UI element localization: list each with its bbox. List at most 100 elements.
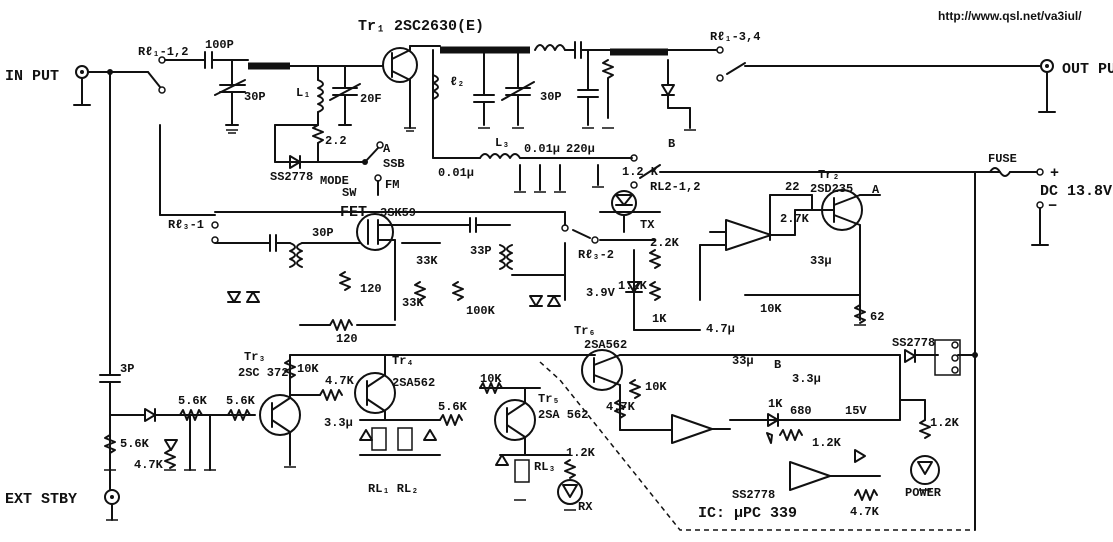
l1-label: L₁ — [296, 86, 310, 100]
tr4-label: Tr₄ — [392, 354, 414, 368]
opamp-3 — [789, 461, 831, 491]
diode1-label: SS2778 — [270, 170, 313, 184]
point-b-label: B — [668, 137, 675, 151]
point-a-label: A — [383, 142, 391, 156]
r56k-d-label: 5.6K — [438, 400, 468, 414]
ic-label: IC: μPC 339 — [698, 505, 797, 522]
opamp-2 — [671, 414, 713, 444]
r10k-a-label: 10K — [760, 302, 782, 316]
r22-b-label: 22 — [785, 180, 799, 194]
c33p-label: 33P — [470, 244, 492, 258]
ext-stby-label: EXT STBY — [5, 491, 77, 508]
tr3-part-label: 2SC 372 — [238, 366, 288, 380]
diode3-label: SS2778 — [732, 488, 775, 502]
tr5-label: Tr₅ — [538, 392, 560, 406]
r47k-a-label: 4.7K — [325, 374, 355, 388]
r120-b-label: 120 — [336, 332, 358, 346]
input-label: IN PUT — [5, 68, 59, 85]
tx-label: TX — [640, 218, 655, 232]
tr6-label: Tr₆ — [574, 324, 596, 338]
mode-label: MODE — [320, 174, 349, 188]
r12k-tx-label: 1.2 K — [622, 165, 659, 179]
c30p-a-label: 30P — [244, 90, 266, 104]
c33u-c-label: 33μ — [732, 354, 754, 368]
fet-part-label: 3SK59 — [380, 206, 416, 220]
ssb-label: SSB — [383, 157, 405, 171]
tr5-part-label: 2SA 562 — [538, 408, 588, 422]
fet-transistor — [356, 213, 394, 251]
rl3-label: RL₃ — [534, 460, 556, 474]
r22-label: 2.2 — [325, 134, 347, 148]
r1k-b-label: 1K — [768, 397, 783, 411]
c47u-label: 4.7μ — [706, 322, 735, 336]
r1k-label: 1K — [652, 312, 667, 326]
tr3-transistor — [259, 394, 301, 436]
r62-label: 62 — [870, 310, 884, 324]
c30p-c-label: 30P — [312, 226, 334, 240]
r10k-b-label: 10K — [297, 362, 319, 376]
rl1-34-label: Rℓ₁-3,4 — [710, 30, 760, 44]
r22k-label: 2.2K — [650, 236, 680, 250]
l2-label: ℓ₂ — [450, 75, 464, 89]
sw-label: SW — [342, 186, 357, 200]
tr1-transistor — [382, 47, 418, 83]
z15v-label: 15V — [845, 404, 867, 418]
dc-label: DC 13.8V — [1040, 183, 1112, 200]
tr4-transistor — [354, 372, 396, 414]
fuse-label: FUSE — [988, 152, 1017, 166]
rl1-12-label: Rℓ₁-1,2 — [138, 45, 188, 59]
r47k-c-label: 4.7K — [606, 400, 636, 414]
fm-label: FM — [385, 178, 399, 192]
c220u-label: 220μ — [566, 142, 595, 156]
r47k-d-label: 4.7K — [850, 505, 880, 519]
rl2-label: RL2-1,2 — [650, 180, 700, 194]
r47k-b-label: 4.7K — [134, 458, 164, 472]
rl3-1-label: Rℓ₃-1 — [168, 218, 204, 232]
c100p-label: 100P — [205, 38, 234, 52]
c001u-b-label: 0.01μ — [524, 142, 560, 156]
r100k-label: 100K — [466, 304, 496, 318]
r10k-d-label: 10K — [645, 380, 667, 394]
output-label: OUT PU — [1062, 61, 1113, 78]
c33u-d-label: 3.3μ — [792, 372, 821, 386]
r12k-b-label: 1.2K — [618, 279, 648, 293]
c20f-label: 20F — [360, 92, 382, 106]
r56k-a-label: 5.6K — [178, 394, 208, 408]
r680-label: 680 — [790, 404, 812, 418]
tr3-label: Tr₃ — [244, 350, 266, 364]
diode2-label: SS2778 — [892, 336, 935, 350]
r120-a-label: 120 — [360, 282, 382, 296]
tr5-transistor — [494, 399, 536, 441]
wiring — [73, 41, 1056, 531]
c001u-a-label: 0.01μ — [438, 166, 474, 180]
source-url[interactable]: http://www.qsl.net/va3iul/ — [938, 9, 1082, 23]
ground-symbols — [104, 127, 931, 521]
opamp-1 — [725, 219, 772, 251]
r33k-a-label: 33K — [416, 254, 438, 268]
tr6-transistor — [581, 349, 623, 391]
r10k-c-label: 10K — [480, 372, 502, 386]
r27k-label: 2.7K — [780, 212, 810, 226]
r56k-b-label: 5.6K — [226, 394, 256, 408]
r12k-c-label: 1.2K — [566, 446, 596, 460]
tr2-part-label: 2SD235 — [810, 182, 853, 196]
z39v-label: 3.9V — [586, 286, 616, 300]
rx-label: RX — [578, 500, 593, 514]
r56k-c-label: 5.6K — [120, 437, 150, 451]
tr6-part-label: 2SA562 — [584, 338, 627, 352]
fet-label: FET — [340, 204, 367, 221]
dc-minus-label: − — [1048, 198, 1057, 215]
c33u-a-label: 33μ — [810, 254, 832, 268]
r12k-e-label: 1.2K — [930, 416, 960, 430]
c30p-b-label: 30P — [540, 90, 562, 104]
l3-label: L₃ — [495, 136, 509, 150]
c33u-b-label: 3.3μ — [324, 416, 353, 430]
r12k-d-label: 1.2K — [812, 436, 842, 450]
tr2-label: Tr₂ — [818, 168, 840, 182]
tr1-label: Tr₁ 2SC2630(E) — [358, 18, 484, 35]
c3p-label: 3P — [120, 362, 134, 376]
point-b2-label: B — [774, 358, 781, 372]
point-a2-label: A — [872, 183, 880, 197]
r33k-b-label: 33K — [402, 296, 424, 310]
